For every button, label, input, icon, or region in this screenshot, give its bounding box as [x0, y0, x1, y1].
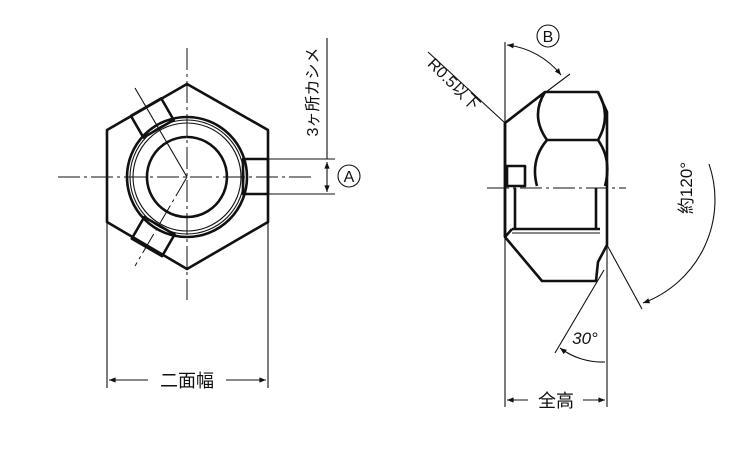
crimp-slot-right	[241, 157, 270, 196]
chamfer-edge	[504, 228, 513, 238]
angle-120-label: 約120°	[677, 162, 696, 214]
detail-b-label: B	[543, 29, 554, 46]
extension-line	[606, 244, 643, 310]
angle-b-arc	[506, 43, 562, 76]
side-view: R0.5以下 B 約120° 30° 全高	[424, 24, 716, 411]
angle-120-arc	[642, 163, 716, 304]
extension-line	[504, 73, 571, 124]
hex-outline	[105, 82, 270, 271]
collar-circle	[132, 122, 242, 232]
crimp-slot-side	[505, 164, 527, 188]
front-view: A 3ヶ所カシメ 二面幅	[58, 38, 361, 391]
crimp-note: 3ヶ所カシメ	[304, 48, 322, 137]
detail-a-callout	[337, 164, 361, 188]
hex-arc-left	[533, 91, 549, 187]
angle-30-label: 30°	[572, 329, 598, 348]
side-outline	[503, 90, 609, 283]
extension-line	[554, 269, 605, 354]
crimp-slot-upper	[130, 215, 176, 258]
detail-a-label: A	[344, 169, 355, 186]
radius-leader	[427, 51, 506, 124]
total-height-label: 全高	[538, 391, 574, 411]
thread-circle	[145, 135, 229, 219]
slot-axis-lower	[134, 176, 188, 267]
slot-axis-upper	[134, 87, 188, 178]
chamfer-circle	[125, 115, 249, 239]
detail-b-callout	[536, 24, 560, 48]
angle-30-arc	[559, 347, 606, 363]
radius-note: R0.5以下	[424, 56, 483, 115]
width-across-flats-label: 二面幅	[160, 371, 214, 391]
